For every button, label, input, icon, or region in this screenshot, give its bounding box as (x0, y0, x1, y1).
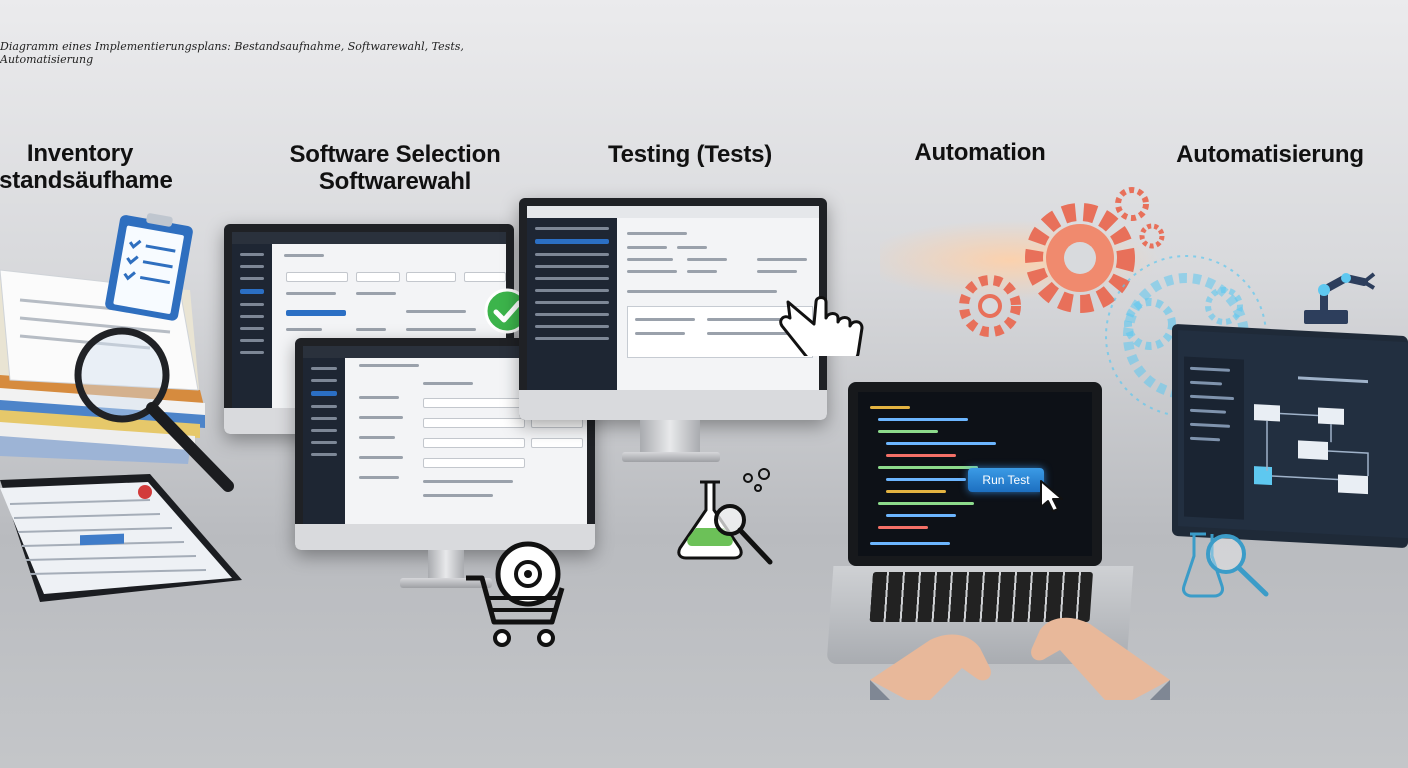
automatisierung-monitor (1172, 323, 1408, 549)
software-subtitle: Softwarewahl (318, 168, 472, 195)
monitor-stand (428, 550, 464, 580)
gear-icon (959, 275, 1021, 337)
document-stack-illustration (0, 213, 234, 492)
clipboard-icon (105, 213, 193, 321)
gear-icon (1205, 287, 1243, 325)
run-test-button[interactable]: Run Test (968, 468, 1044, 492)
software-title: Software Selection (289, 141, 501, 168)
shopping-cart-icon (466, 541, 565, 647)
cursor-icon (1040, 480, 1063, 512)
robot-arm-icon (1304, 272, 1376, 324)
magnifier-icon (714, 504, 773, 565)
automatisierung-title: Automatisierung (1176, 141, 1364, 168)
software-heading: Software Selection Softwarewahl (270, 141, 520, 195)
pointer-hand-icon (779, 296, 864, 356)
inventory-heading: Inventory estandsäufhame (0, 140, 173, 194)
magnifier-icon (1206, 534, 1269, 597)
monitor-stand-base (400, 578, 492, 588)
tablet-device (0, 474, 242, 602)
flask-icon (1182, 532, 1269, 598)
flask-icon (677, 468, 773, 565)
inventory-subtitle: estandsäufhame (0, 167, 173, 194)
typing-hands (870, 617, 1170, 700)
testing-monitor-stand-base (622, 452, 720, 462)
gear-cluster (880, 187, 1165, 337)
diagram-caption: Diagramm eines Implementierungsplans: Be… (0, 40, 464, 66)
gear-icon (1124, 298, 1176, 350)
gear-icon (1139, 223, 1165, 249)
disc-icon (495, 541, 561, 607)
testing-monitor-stand (640, 420, 700, 456)
alert-badge-icon (138, 485, 152, 499)
gear-icon (1115, 187, 1149, 221)
automation-title: Automation (914, 139, 1046, 166)
magnifier-icon (74, 327, 234, 492)
testing-title: Testing (Tests) (607, 141, 773, 168)
gear-icon (1025, 203, 1135, 313)
testing-monitor (519, 198, 827, 420)
inventory-title: Inventory (26, 140, 134, 167)
